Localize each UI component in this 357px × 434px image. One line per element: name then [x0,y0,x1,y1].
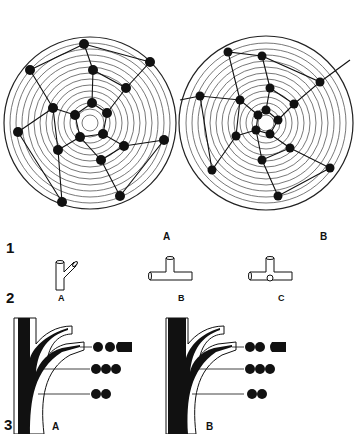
panel-letter: C [278,294,285,303]
panel-letter: B [320,232,327,242]
leaf-dots-a [13,39,169,207]
growth-rings-b [179,36,353,210]
figure-number: 2 [6,290,14,305]
leaf-trace-lines-b [180,52,350,196]
figure-number: 3 [4,417,12,432]
leaf-trace-lines-a [18,44,164,202]
branch-tubes [56,257,292,291]
growth-rings-a [4,37,176,209]
panel-letter: B [178,294,185,303]
leaf-dots-b [196,48,335,201]
panel-letter: A [52,422,59,432]
panel-letter: A [163,232,170,242]
figure-number: 1 [6,240,14,255]
stem-section-a [14,318,132,434]
panel-letter: A [58,294,65,303]
stem-section-b [166,318,286,434]
panel-letter: B [206,422,213,432]
